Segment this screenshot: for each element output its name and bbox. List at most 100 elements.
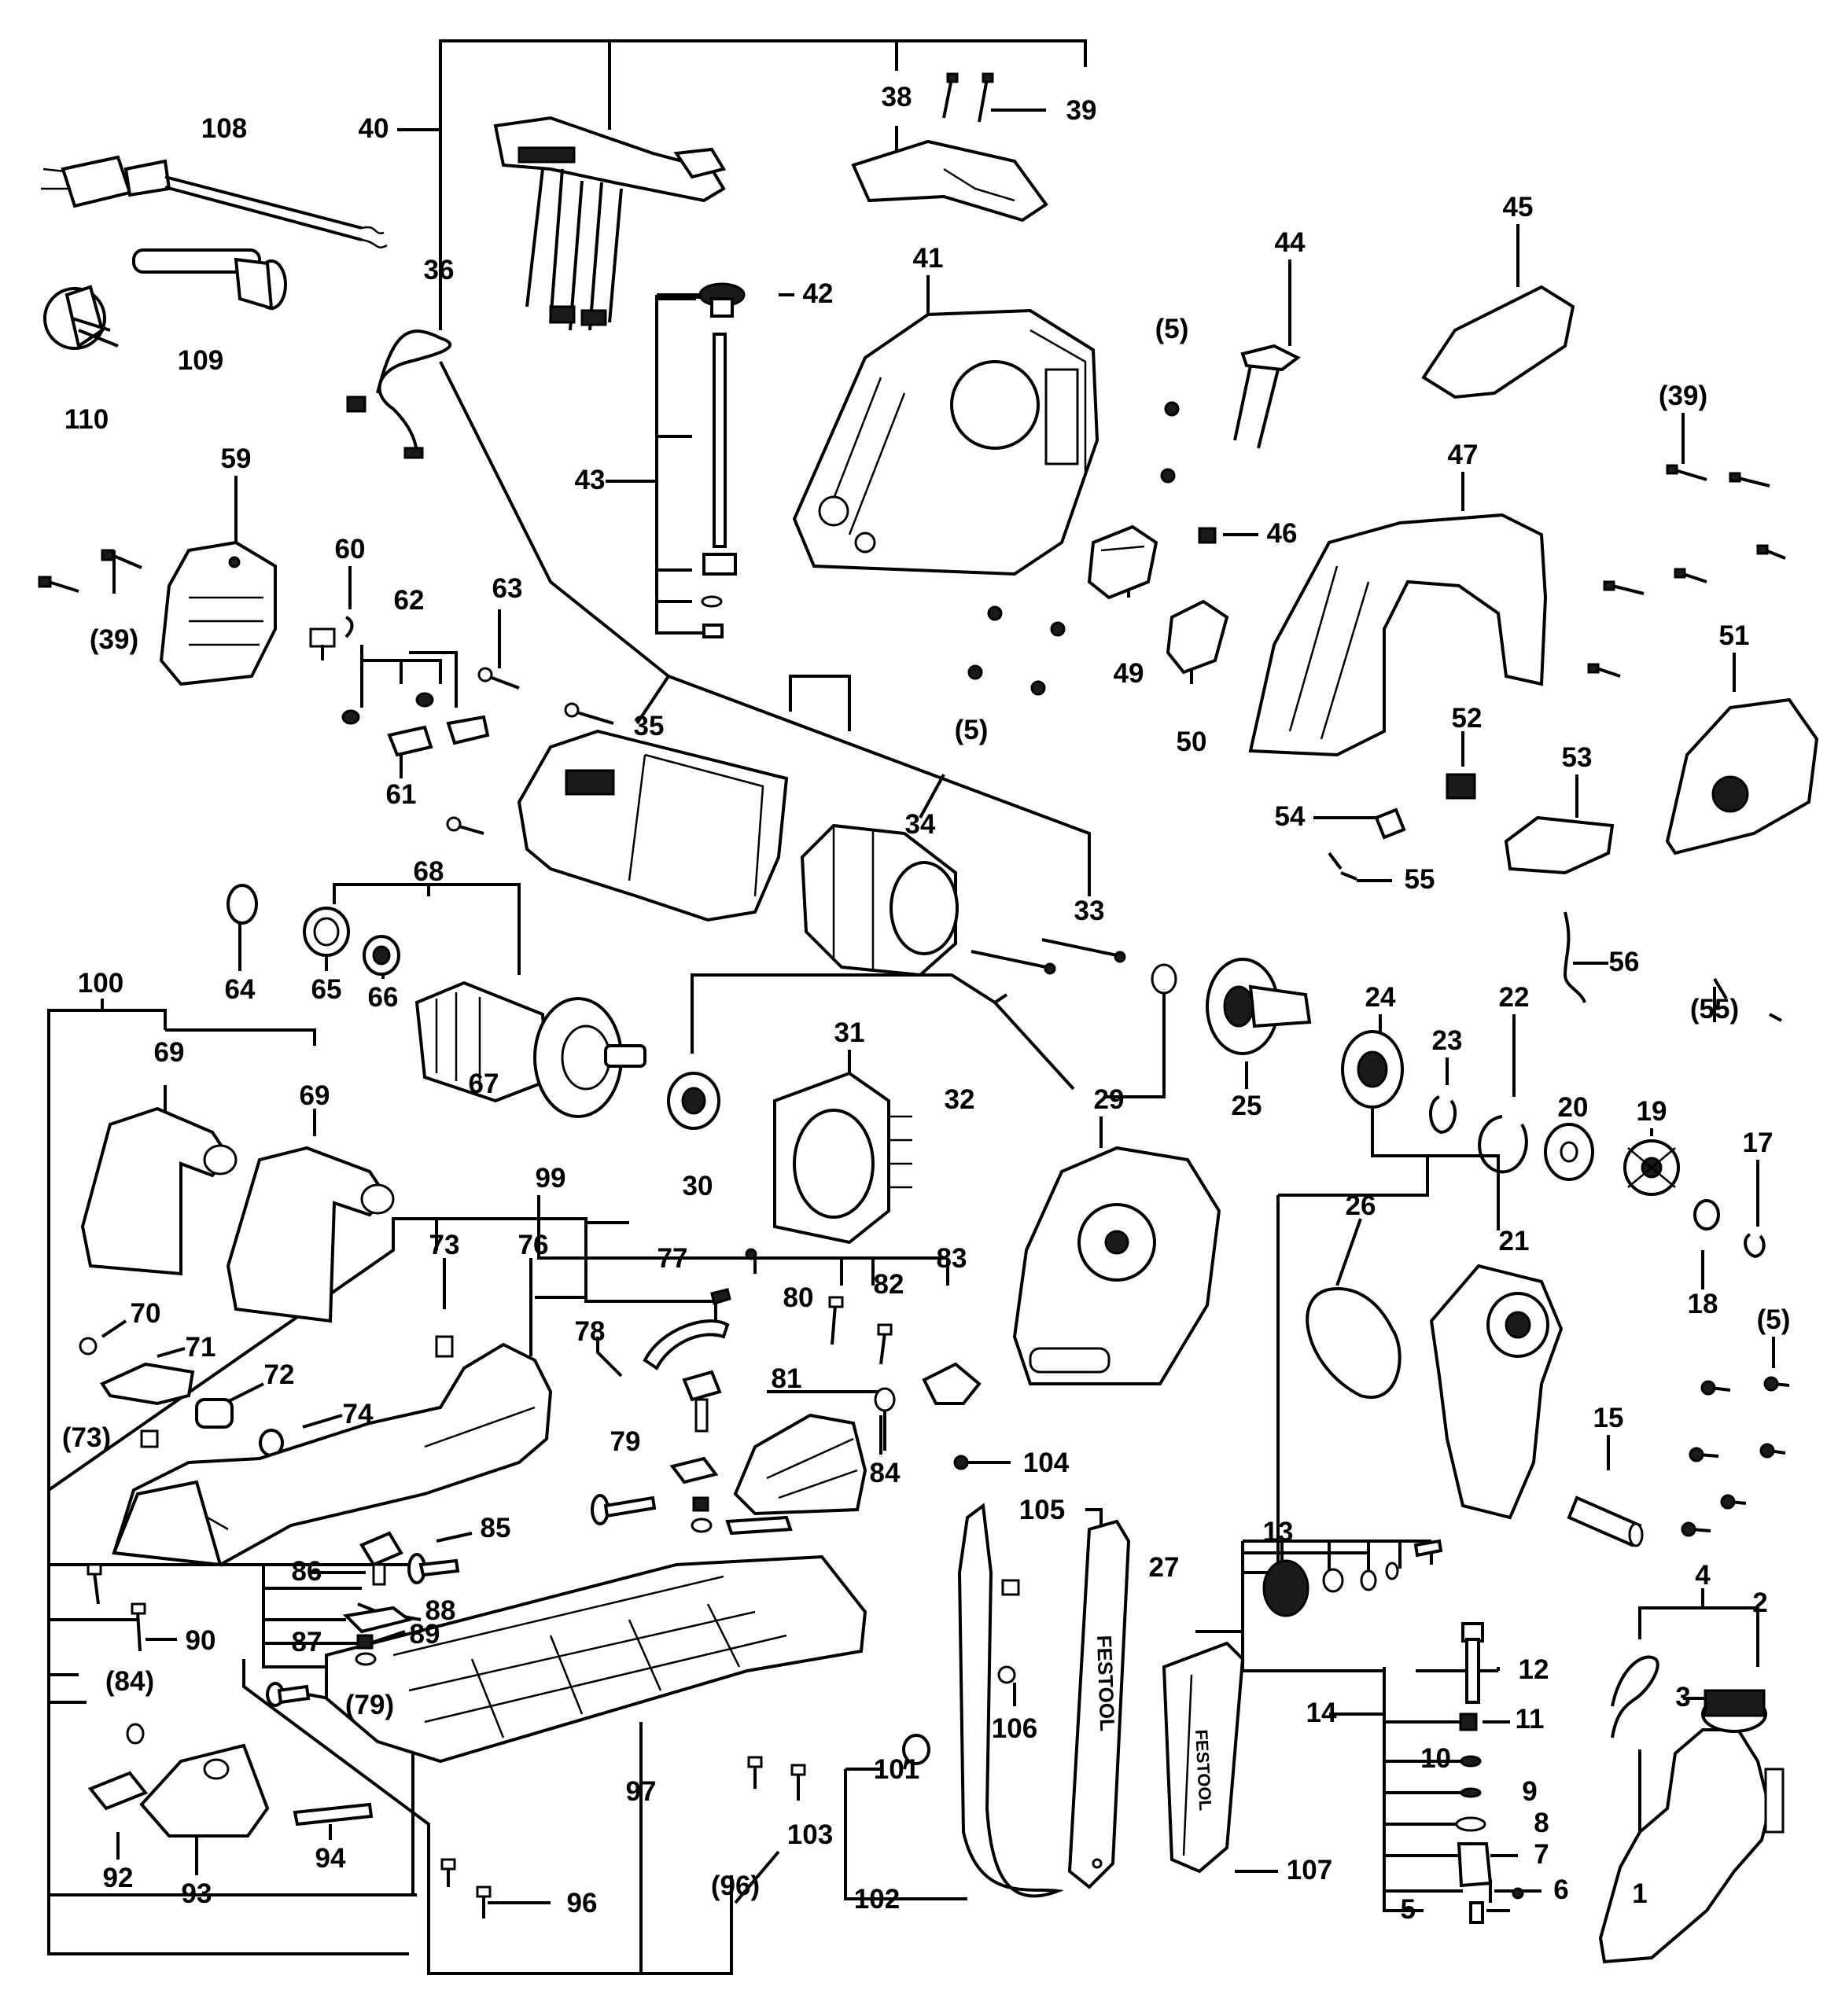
label-86: 86	[292, 1556, 322, 1587]
connector-60-part	[309, 616, 354, 660]
label-32: 32	[945, 1084, 975, 1115]
label-54: 54	[1275, 801, 1306, 832]
label-69a: 69	[154, 1037, 185, 1068]
label-8: 8	[1534, 1808, 1549, 1838]
label-7: 7	[1534, 1839, 1549, 1870]
label-18: 18	[1688, 1289, 1718, 1319]
label-10: 10	[1420, 1743, 1451, 1774]
parts-52-56	[1328, 773, 1782, 1022]
label-14: 14	[1306, 1698, 1337, 1728]
parts: FESTOOL FESTOOL	[38, 72, 1819, 1964]
label-109: 109	[178, 345, 223, 376]
screw-39-left	[38, 549, 142, 593]
leader-lines	[47, 39, 1775, 1975]
gasket-26-part	[1306, 1287, 1402, 1400]
label-34: 34	[905, 809, 936, 840]
chain-guard-107-part: FESTOOL	[1162, 1641, 1245, 1874]
label-104: 104	[1023, 1448, 1070, 1478]
label-6: 6	[1553, 1874, 1568, 1905]
washer-18-clip-17	[1693, 1199, 1766, 1259]
bearing-24-part	[1341, 1030, 1404, 1109]
part-80	[710, 1288, 731, 1305]
label-73-ref: (73)	[62, 1422, 111, 1453]
stator-part	[800, 823, 959, 977]
label-100: 100	[78, 968, 123, 999]
label-56: 56	[1609, 947, 1640, 977]
screws-82	[828, 1296, 893, 1365]
label-65: 65	[311, 974, 342, 1005]
label-103: 103	[787, 1819, 833, 1850]
label-61: 61	[386, 779, 417, 810]
label-5-ref-a: (5)	[1155, 314, 1189, 344]
label-87: 87	[292, 1627, 322, 1657]
label-21: 21	[1499, 1226, 1530, 1256]
label-84-ref: (84)	[105, 1666, 154, 1697]
arc-78-part	[643, 1319, 730, 1370]
label-41: 41	[913, 243, 944, 274]
label-31: 31	[834, 1017, 865, 1048]
label-50: 50	[1177, 727, 1207, 757]
label-47: 47	[1448, 440, 1479, 470]
label-30: 30	[683, 1171, 713, 1201]
washer-84p-part	[126, 1723, 145, 1745]
label-39-left: (39)	[90, 624, 138, 655]
handle-switch-assembly-part	[493, 116, 727, 331]
knob-81-part	[682, 1370, 722, 1433]
label-46: 46	[1267, 518, 1298, 549]
label-97: 97	[626, 1776, 657, 1807]
guard-logo-text: FESTOOL	[1192, 1729, 1215, 1812]
oil-tank-part	[1598, 1655, 1785, 1964]
label-63: 63	[492, 573, 523, 604]
depth-rod-part	[698, 282, 746, 638]
label-27: 27	[1149, 1552, 1180, 1583]
label-96: 96	[567, 1888, 598, 1919]
label-2: 2	[1752, 1587, 1767, 1618]
label-40: 40	[359, 113, 389, 144]
label-13: 13	[1263, 1517, 1294, 1547]
sprocket-19-part	[1623, 1139, 1680, 1196]
label-23: 23	[1432, 1025, 1463, 1056]
oil-pump-stack-parts	[1455, 1622, 1524, 1924]
circlips-22-23	[1429, 1095, 1528, 1174]
label-43: 43	[575, 465, 606, 495]
label-26: 26	[1346, 1190, 1376, 1221]
blade-guard-51-part	[1665, 697, 1819, 855]
label-35: 35	[634, 711, 665, 741]
label-20: 20	[1558, 1092, 1589, 1123]
label-25: 25	[1232, 1091, 1262, 1121]
label-84: 84	[870, 1458, 901, 1488]
label-102: 102	[854, 1884, 900, 1915]
label-81: 81	[772, 1363, 802, 1394]
side-guard-69b-part	[226, 1146, 395, 1323]
label-96-ref: (96)	[711, 1871, 760, 1901]
long-screws-33	[971, 938, 1126, 975]
label-49: 49	[1114, 658, 1144, 689]
label-82: 82	[874, 1269, 904, 1300]
washer-84-part	[874, 1387, 896, 1412]
small-parts-70-73	[79, 1335, 454, 1448]
label-22: 22	[1499, 982, 1530, 1013]
guard-housing-47-part	[1248, 513, 1548, 757]
label-76: 76	[518, 1230, 549, 1260]
frame-76-part	[112, 1342, 553, 1567]
label-106: 106	[992, 1713, 1037, 1744]
label-4: 4	[1695, 1560, 1711, 1591]
label-53: 53	[1562, 742, 1593, 773]
label-89: 89	[410, 1619, 440, 1650]
label-51: 51	[1719, 620, 1750, 651]
pin-15-part	[1567, 1495, 1644, 1547]
washer-20-part	[1544, 1123, 1594, 1181]
screws-96	[440, 1756, 806, 1919]
part-46	[1198, 527, 1217, 544]
part-49	[1087, 524, 1158, 600]
label-79: 79	[610, 1426, 641, 1457]
nose-45-part	[1421, 285, 1575, 399]
label-5-ref-c: (5)	[1757, 1304, 1791, 1335]
label-90: 90	[186, 1625, 216, 1656]
label-12: 12	[1519, 1654, 1549, 1685]
label-29: 29	[1094, 1084, 1125, 1115]
knob-83-part	[922, 1362, 982, 1405]
label-52: 52	[1452, 703, 1483, 734]
armature-part	[414, 980, 646, 1118]
